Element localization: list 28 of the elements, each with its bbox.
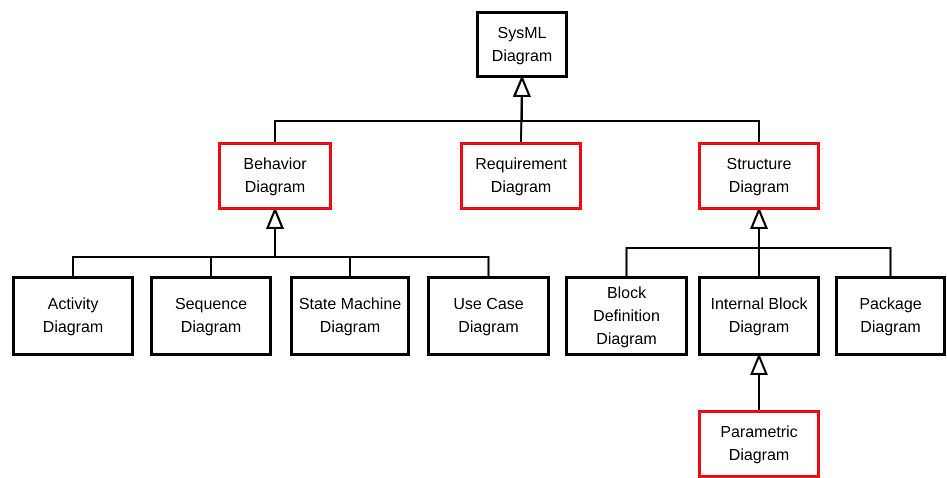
class-box (476, 11, 568, 78)
class-box (290, 276, 410, 356)
diagram-type-name: Internal Block Diagram (710, 295, 808, 338)
generalization-arrow (750, 208, 892, 276)
class-box (565, 276, 688, 356)
generalization-arrow (514, 76, 760, 142)
class-box (460, 142, 582, 210)
class-box (835, 276, 946, 356)
diagram-type-name: Parametric Diagram (719, 423, 799, 466)
class-box (698, 142, 820, 210)
class-box (12, 276, 134, 356)
diagram-type-name: SysML Diagram (490, 24, 554, 66)
class-box (150, 276, 272, 356)
diagram-type-name: Activity Diagram (42, 295, 104, 338)
diagram-type-name: Structure Diagram (726, 155, 792, 198)
class-box (698, 410, 820, 478)
generalization-arrow (266, 208, 490, 276)
diagram-type-name: Requirement Diagram (474, 155, 568, 198)
diagram-type-name: Package Diagram (858, 295, 923, 338)
class-box (427, 276, 550, 356)
diagram-type-name: Block Definition Diagram (592, 284, 661, 350)
class-box (698, 276, 820, 356)
diagram-type-name: Sequence Diagram (174, 295, 248, 338)
diagram-type-name: Behavior Diagram (242, 155, 308, 198)
diagram-type-name: Use Case Diagram (452, 295, 525, 338)
diagram-type-name: State Machine Diagram (298, 295, 402, 338)
class-box (218, 142, 332, 210)
generalization-arrow (750, 354, 768, 410)
